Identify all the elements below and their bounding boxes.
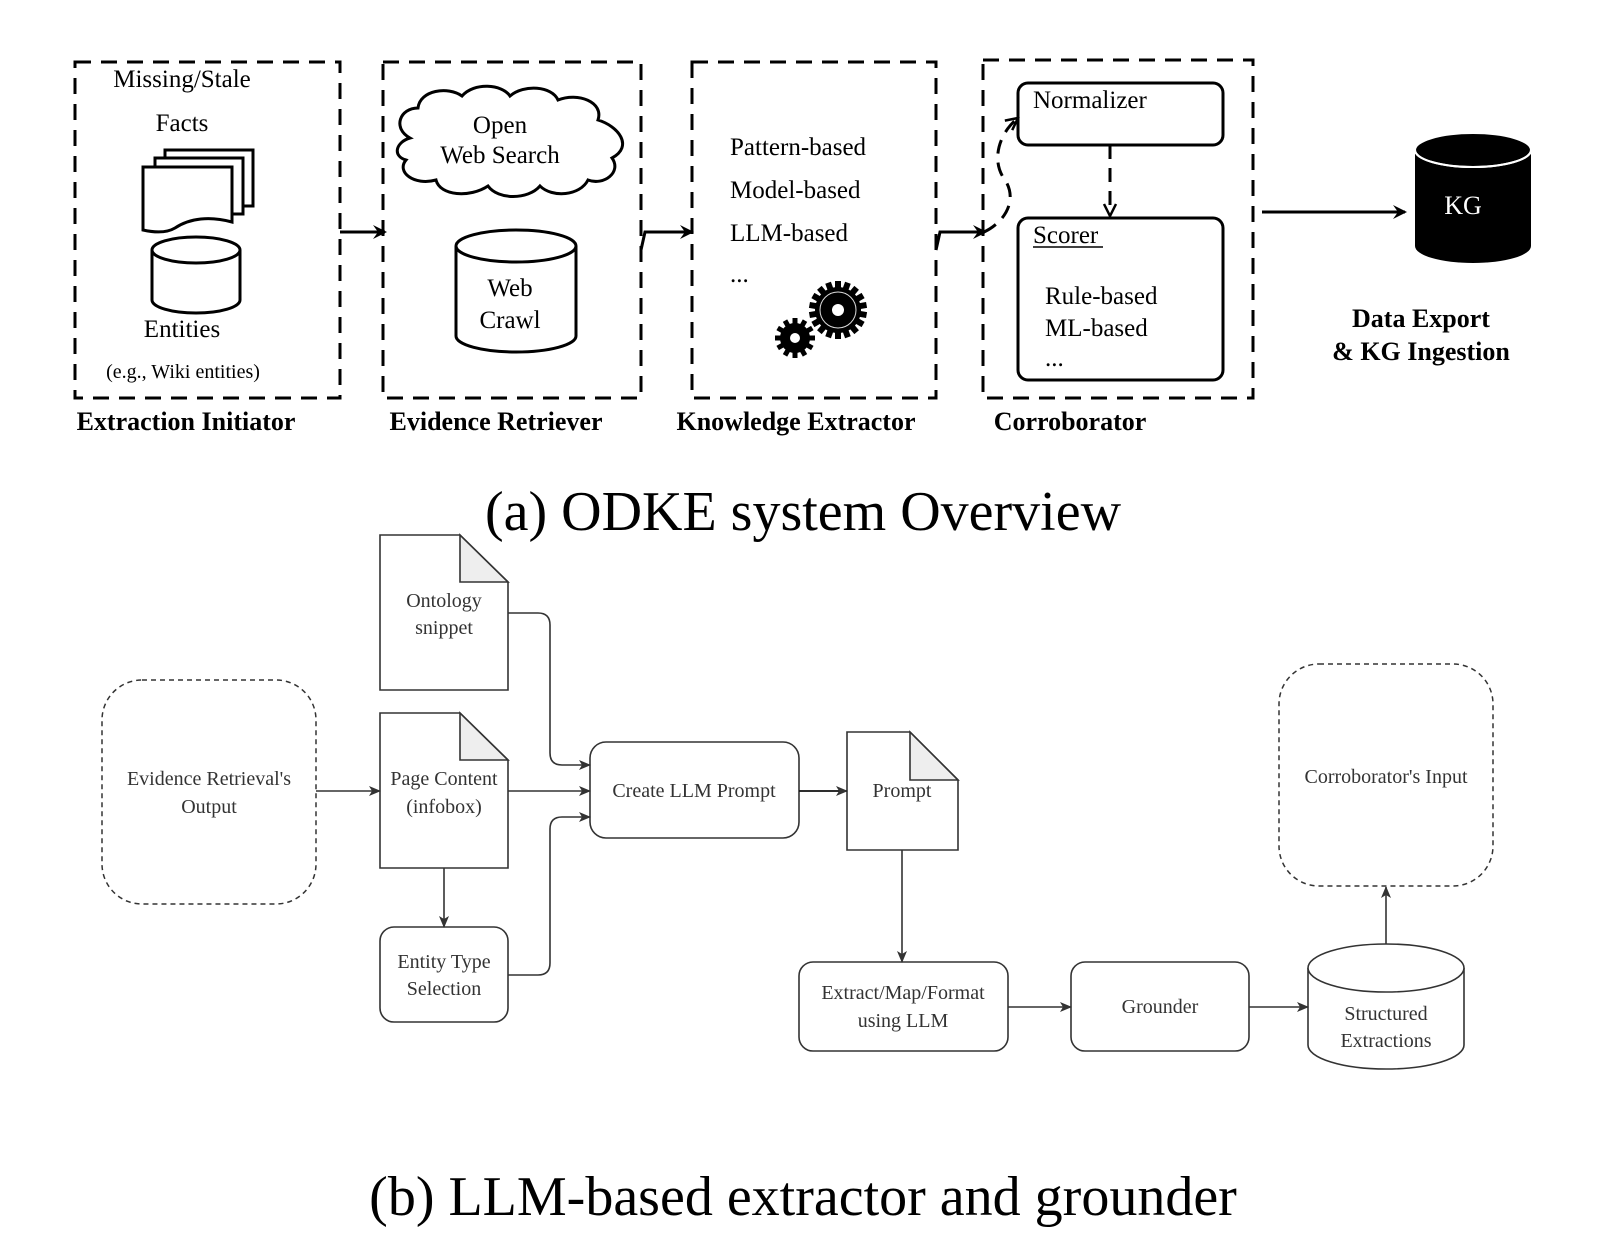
extract-node: Extract/Map/Format using LLM bbox=[798, 961, 1009, 1052]
arrow-extractor-to-corroborator bbox=[934, 225, 987, 251]
scorer-label: Scorer bbox=[1033, 222, 1099, 249]
knowledge-extractor-module: Pattern-based Model-based LLM-based ... bbox=[676, 60, 938, 436]
cloud-icon bbox=[395, 84, 625, 198]
entity-type-node: Entity Type Selection bbox=[379, 926, 509, 1023]
grounder-node: Grounder bbox=[1070, 961, 1250, 1052]
corroborator-module: Normalizer Scorer Rule-based ML-based ..… bbox=[981, 58, 1255, 436]
web-label: Web bbox=[487, 275, 532, 302]
caption-a: (a) ODKE system Overview bbox=[485, 481, 1122, 543]
prompt-label: Prompt bbox=[873, 780, 932, 802]
scorer-rule-based: Rule-based bbox=[1045, 283, 1158, 310]
crawl-label: Crawl bbox=[479, 307, 540, 334]
entities-db-icon bbox=[150, 235, 242, 315]
scorer-ml-based: ML-based bbox=[1045, 315, 1148, 342]
initiator-border bbox=[73, 60, 342, 400]
scorer-ellipsis: ... bbox=[1045, 345, 1064, 372]
dashed-arrow-to-normalizer bbox=[983, 118, 1018, 234]
grounder-label: Grounder bbox=[1122, 996, 1199, 1018]
method-model-based: Model-based bbox=[730, 177, 861, 204]
corroborator-title: Corroborator bbox=[994, 407, 1147, 436]
normalizer-box bbox=[1016, 81, 1225, 147]
extractor-border bbox=[690, 60, 938, 400]
extraction-initiator-module: Missing/Stale Facts Entities (e.g., Wiki… bbox=[73, 60, 342, 436]
kg-ingestion-label: & KG Ingestion bbox=[1332, 337, 1510, 366]
entity-type-line2: Selection bbox=[407, 978, 481, 1000]
prompt-node: Prompt bbox=[846, 730, 960, 851]
arrow-entity-to-prompt bbox=[508, 812, 591, 976]
corroborator-input-node: Corroborator's Input bbox=[1278, 663, 1494, 887]
entity-type-line1: Entity Type bbox=[397, 951, 490, 973]
document-icon bbox=[379, 712, 509, 869]
extract-line2: using LLM bbox=[858, 1010, 949, 1032]
corroborator-border bbox=[981, 58, 1255, 400]
gears-icon bbox=[775, 281, 868, 358]
evidence-output-node: Evidence Retrieval's Output bbox=[101, 679, 317, 905]
web-search-label: Web Search bbox=[440, 142, 560, 169]
ontology-line2: snippet bbox=[415, 617, 473, 639]
structured-extractions-node: Structured Extractions bbox=[1307, 943, 1465, 1070]
kg-label: KG bbox=[1444, 191, 1482, 220]
facts-label: Facts bbox=[156, 110, 209, 137]
document-icon bbox=[379, 534, 509, 691]
evidence-output-line1: Evidence Retrieval's bbox=[127, 768, 291, 790]
scorer-box bbox=[1016, 216, 1225, 382]
create-prompt-node: Create LLM Prompt bbox=[589, 741, 800, 839]
entities-label: Entities bbox=[144, 316, 220, 343]
extract-line1: Extract/Map/Format bbox=[821, 982, 985, 1004]
page-content-line1: Page Content bbox=[390, 768, 498, 790]
method-llm-based: LLM-based bbox=[730, 220, 849, 247]
open-label: Open bbox=[473, 112, 528, 139]
ontology-line1: Ontology bbox=[406, 590, 482, 612]
ontology-snippet-node: Ontology snippet bbox=[379, 533, 510, 691]
extraction-initiator-title: Extraction Initiator bbox=[77, 407, 296, 436]
structured-line1: Structured bbox=[1344, 1003, 1427, 1025]
data-export-label: Data Export bbox=[1352, 304, 1490, 333]
documents-icon bbox=[141, 148, 255, 234]
evidence-retriever-title: Evidence Retriever bbox=[390, 407, 603, 436]
method-ellipsis: ... bbox=[730, 261, 749, 288]
page-content-node: Page Content (infobox) bbox=[379, 711, 510, 869]
knowledge-extractor-title: Knowledge Extractor bbox=[676, 407, 915, 436]
wiki-entities-example: (e.g., Wiki entities) bbox=[106, 361, 260, 383]
missing-stale-label: Missing/Stale bbox=[113, 66, 251, 93]
kg-export-module: KG Data Export & KG Ingestion bbox=[1332, 132, 1532, 366]
structured-line2: Extractions bbox=[1340, 1030, 1431, 1052]
caption-b: (b) LLM-based extractor and grounder bbox=[369, 1166, 1237, 1228]
arrow-retriever-to-extractor bbox=[639, 225, 694, 251]
retriever-border bbox=[381, 60, 643, 400]
kg-database-icon bbox=[1414, 132, 1532, 263]
method-pattern-based: Pattern-based bbox=[730, 134, 867, 161]
create-prompt-label: Create LLM Prompt bbox=[612, 780, 776, 802]
evidence-output-line2: Output bbox=[181, 796, 237, 818]
evidence-retriever-module: Open Web Search Web Crawl Evidence Retri… bbox=[381, 60, 643, 436]
corroborator-input-label: Corroborator's Input bbox=[1304, 766, 1467, 788]
web-crawl-db-icon bbox=[454, 228, 578, 354]
normalizer-label: Normalizer bbox=[1033, 87, 1148, 114]
page-content-line2: (infobox) bbox=[406, 796, 482, 818]
arrow-ontology-to-prompt bbox=[508, 612, 591, 770]
